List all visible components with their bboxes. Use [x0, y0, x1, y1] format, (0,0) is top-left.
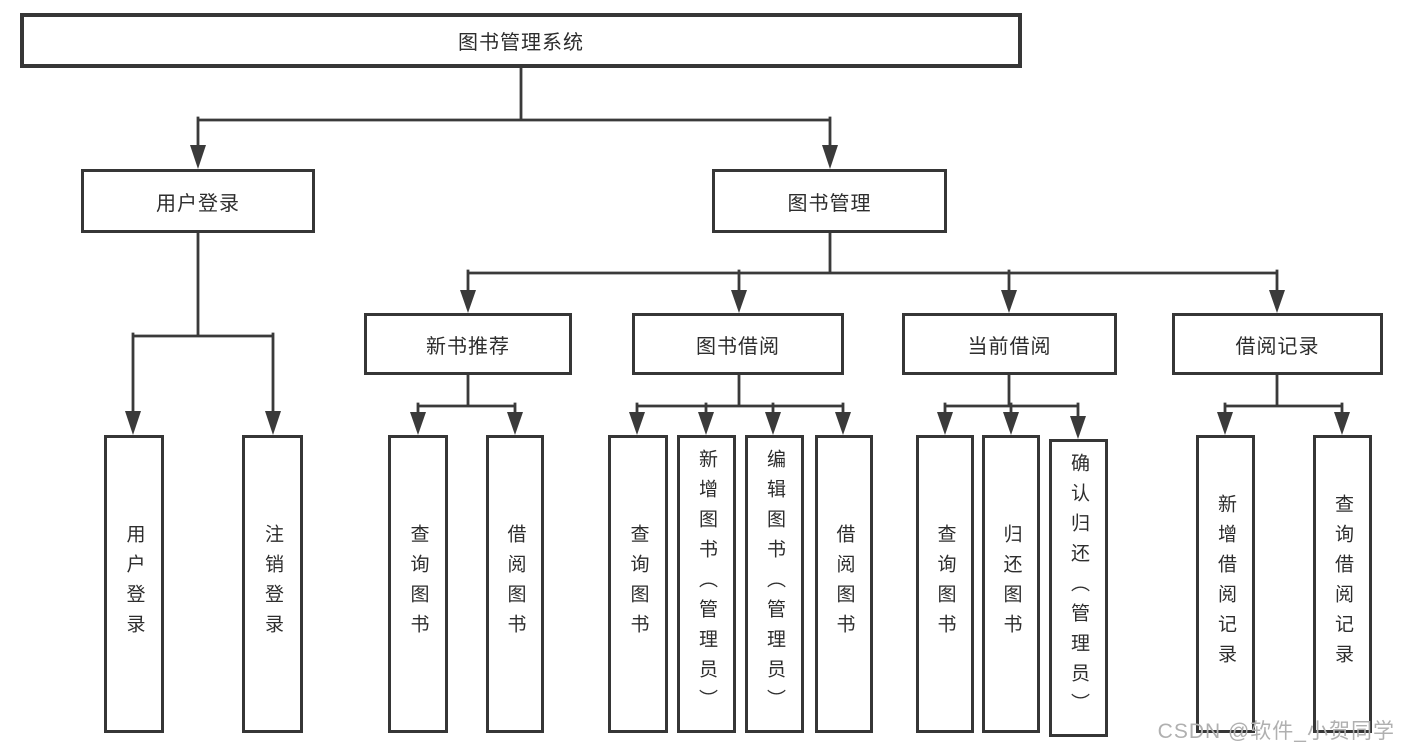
- node-label: 编辑图书（管理员）: [764, 449, 785, 719]
- node-label: 新书推荐: [426, 335, 510, 358]
- node-label: 图书借阅: [696, 335, 780, 358]
- leaf-query-books-borrowing: 查询图书: [608, 435, 668, 733]
- node-label: 新增借阅记录: [1215, 494, 1236, 674]
- node-label: 图书管理: [787, 192, 872, 215]
- node-book-borrowing: 图书借阅: [632, 313, 844, 375]
- node-label: 借阅图书: [833, 524, 855, 644]
- node-library-management-system: 图书管理系统: [20, 13, 1022, 68]
- leaf-logout-login: 注销登录: [242, 435, 303, 733]
- node-label: 查询图书: [407, 524, 429, 644]
- node-label: 归还图书: [1000, 524, 1022, 644]
- leaf-user-login: 用户登录: [104, 435, 164, 733]
- node-label: 用户登录: [123, 524, 145, 644]
- leaf-add-borrow-record: 新增借阅记录: [1196, 435, 1255, 733]
- leaf-add-books-admin: 新增图书（管理员）: [677, 435, 736, 733]
- connector-user-login-to-leaves: [125, 231, 281, 435]
- node-label: 确认归还（管理员）: [1068, 453, 1089, 723]
- node-label: 注销登录: [262, 524, 283, 644]
- leaf-confirm-return-admin: 确认归还（管理员）: [1049, 439, 1108, 737]
- node-label: 借阅记录: [1235, 335, 1320, 358]
- node-current-borrowing: 当前借阅: [902, 313, 1117, 375]
- leaf-query-books-recommend: 查询图书: [388, 435, 448, 733]
- node-label: 当前借阅: [967, 335, 1052, 358]
- leaf-query-books-current: 查询图书: [916, 435, 974, 733]
- node-book-management: 图书管理: [712, 169, 947, 233]
- leaf-borrow-books-recommend: 借阅图书: [486, 435, 544, 733]
- node-label: 查询图书: [627, 524, 649, 644]
- node-label: 用户登录: [156, 192, 240, 215]
- node-label: 查询图书: [934, 524, 956, 644]
- connector-book-management-to-level3: [460, 231, 1285, 313]
- leaf-edit-books-admin: 编辑图书（管理员）: [745, 435, 804, 733]
- node-label: 图书管理系统: [458, 32, 584, 54]
- connector-current-borrowing-to-leaves: [937, 373, 1086, 439]
- connector-borrowing-records-to-leaves: [1217, 373, 1350, 435]
- node-label: 查询借阅记录: [1332, 494, 1353, 674]
- node-label: 借阅图书: [504, 524, 526, 644]
- leaf-query-borrow-record: 查询借阅记录: [1313, 435, 1372, 733]
- node-new-book-recommendation: 新书推荐: [364, 313, 572, 375]
- node-borrowing-records: 借阅记录: [1172, 313, 1383, 375]
- node-label: 新增图书（管理员）: [696, 449, 717, 719]
- leaf-borrow-books-borrowing: 借阅图书: [815, 435, 873, 733]
- connector-root-to-level2: [190, 66, 838, 169]
- connector-new-book-recommendation-to-leaves: [410, 373, 523, 435]
- connector-book-borrowing-to-leaves: [629, 373, 851, 435]
- node-user-login: 用户登录: [81, 169, 315, 233]
- watermark-text: CSDN @软件_小贺同学: [1157, 720, 1395, 743]
- leaf-return-books: 归还图书: [982, 435, 1040, 733]
